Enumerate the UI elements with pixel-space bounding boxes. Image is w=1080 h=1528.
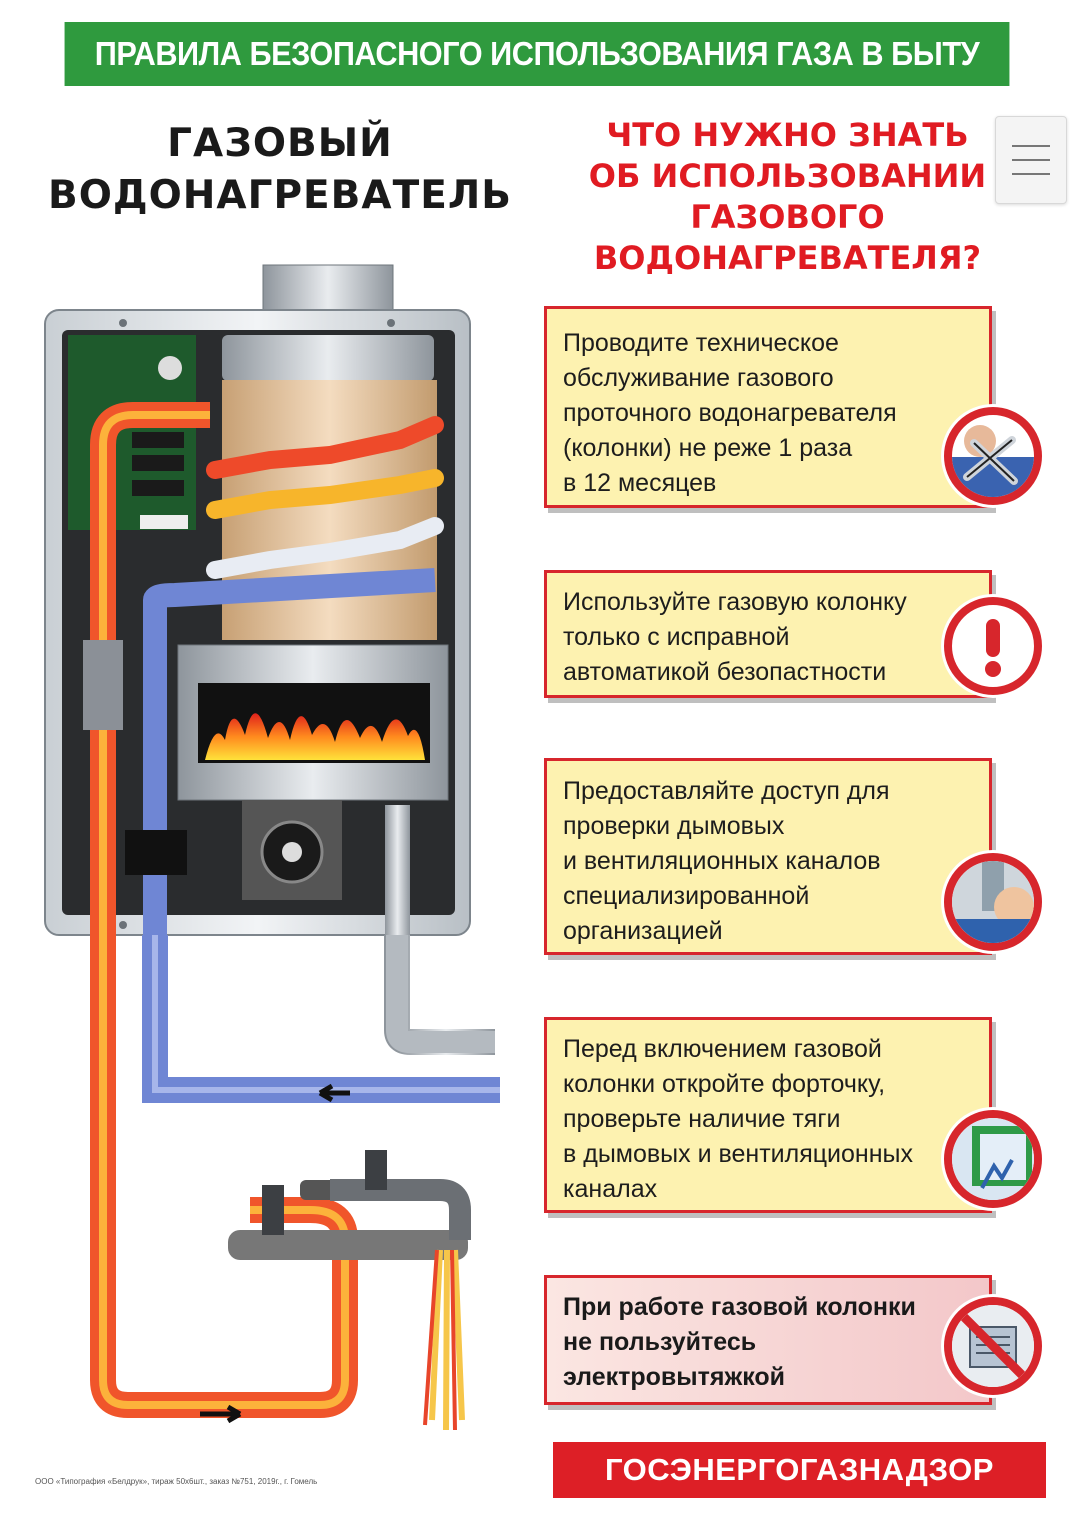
rule-line: в дымовых и вентиляционных bbox=[563, 1140, 913, 1168]
hamburger-menu-button[interactable] bbox=[995, 116, 1067, 204]
rule-line: проточного водонагревателя bbox=[563, 399, 897, 427]
rule-text-1: Проводите техническое обслуживание газов… bbox=[563, 326, 933, 501]
rule-card-4: Перед включением газовой колонки откройт… bbox=[544, 1017, 992, 1213]
footer-banner: ГОСЭНЕРГОГАЗНАДЗОР bbox=[553, 1442, 1046, 1498]
ventilation-duct-icon bbox=[944, 853, 1042, 951]
rule-line: Используйте газовую колонку bbox=[563, 588, 907, 616]
rule-line: Проводите техническое bbox=[563, 329, 839, 357]
printer-imprint: ООО «Типография «Белдрук», тираж 50х6шт.… bbox=[35, 1477, 318, 1486]
rule-line: проверки дымовых bbox=[563, 812, 785, 840]
page-header-banner: ПРАВИЛА БЕЗОПАСНОГО ИСПОЛЬЗОВАНИЯ ГАЗА В… bbox=[64, 22, 1010, 86]
heater-title: ГАЗОВЫЙ ВОДОНАГРЕВАТЕЛЬ bbox=[20, 118, 540, 222]
rule-line: При работе газовой колонки bbox=[563, 1293, 916, 1321]
rule-line: проверьте наличие тяги bbox=[563, 1105, 841, 1133]
menu-line bbox=[1012, 173, 1050, 175]
question-title-line2: ОБ ИСПОЛЬЗОВАНИИ bbox=[588, 157, 987, 195]
rule-card-5: При работе газовой колонки не пользуйтес… bbox=[544, 1275, 992, 1405]
rule-text-5: При работе газовой колонки не пользуйтес… bbox=[563, 1290, 933, 1395]
rule-card-3: Предоставляйте доступ для проверки дымов… bbox=[544, 758, 992, 955]
rule-card-2: Используйте газовую колонку только с исп… bbox=[544, 570, 992, 698]
no-extractor-hood-icon bbox=[944, 1297, 1042, 1395]
rule-line: специализированной bbox=[563, 882, 810, 910]
question-title-line3: ГАЗОВОГО bbox=[690, 198, 885, 236]
rule-line: электровытяжкой bbox=[563, 1363, 786, 1391]
gas-water-heater-illustration bbox=[44, 264, 500, 1431]
rule-line: каналах bbox=[563, 1175, 658, 1203]
open-window-icon bbox=[944, 1110, 1042, 1208]
rule-text-3: Предоставляйте доступ для проверки дымов… bbox=[563, 774, 933, 949]
rule-line: и вентиляционных каналов bbox=[563, 847, 881, 875]
rule-text-2: Используйте газовую колонку только с исп… bbox=[563, 585, 933, 690]
page-header-title: ПРАВИЛА БЕЗОПАСНОГО ИСПОЛЬЗОВАНИЯ ГАЗА В… bbox=[94, 35, 980, 72]
rule-line: обслуживание газового bbox=[563, 364, 834, 392]
hamburger-menu-icon bbox=[1012, 145, 1050, 147]
heater-title-line1: ГАЗОВЫЙ bbox=[167, 121, 393, 166]
menu-line bbox=[1012, 159, 1050, 161]
rule-line: только с исправной bbox=[563, 623, 790, 651]
footer-banner-label: ГОСЭНЕРГОГАЗНАДЗОР bbox=[605, 1452, 994, 1487]
rule-line: не пользуйтесь bbox=[563, 1328, 757, 1356]
rule-line: Предоставляйте доступ для bbox=[563, 777, 890, 805]
rule-line: автоматикой безопастности bbox=[563, 658, 887, 686]
rule-line: в 12 месяцев bbox=[563, 469, 717, 497]
rule-line: (колонки) не реже 1 раза bbox=[563, 434, 853, 462]
question-title: ЧТО НУЖНО ЗНАТЬ ОБ ИСПОЛЬЗОВАНИИ ГАЗОВОГ… bbox=[565, 115, 1010, 279]
rule-line: Перед включением газовой bbox=[563, 1035, 882, 1063]
rule-line: организацией bbox=[563, 917, 723, 945]
question-title-line4: ВОДОНАГРЕВАТЕЛЯ? bbox=[593, 239, 982, 277]
rule-card-1: Проводите техническое обслуживание газов… bbox=[544, 306, 992, 508]
exclamation-icon bbox=[944, 597, 1042, 695]
wrench-tools-icon bbox=[944, 407, 1042, 505]
question-title-line1: ЧТО НУЖНО ЗНАТЬ bbox=[606, 116, 969, 154]
rule-line: колонки откройте форточку, bbox=[563, 1070, 886, 1098]
heater-title-line2: ВОДОНАГРЕВАТЕЛЬ bbox=[48, 173, 512, 218]
rule-text-4: Перед включением газовой колонки откройт… bbox=[563, 1032, 933, 1207]
